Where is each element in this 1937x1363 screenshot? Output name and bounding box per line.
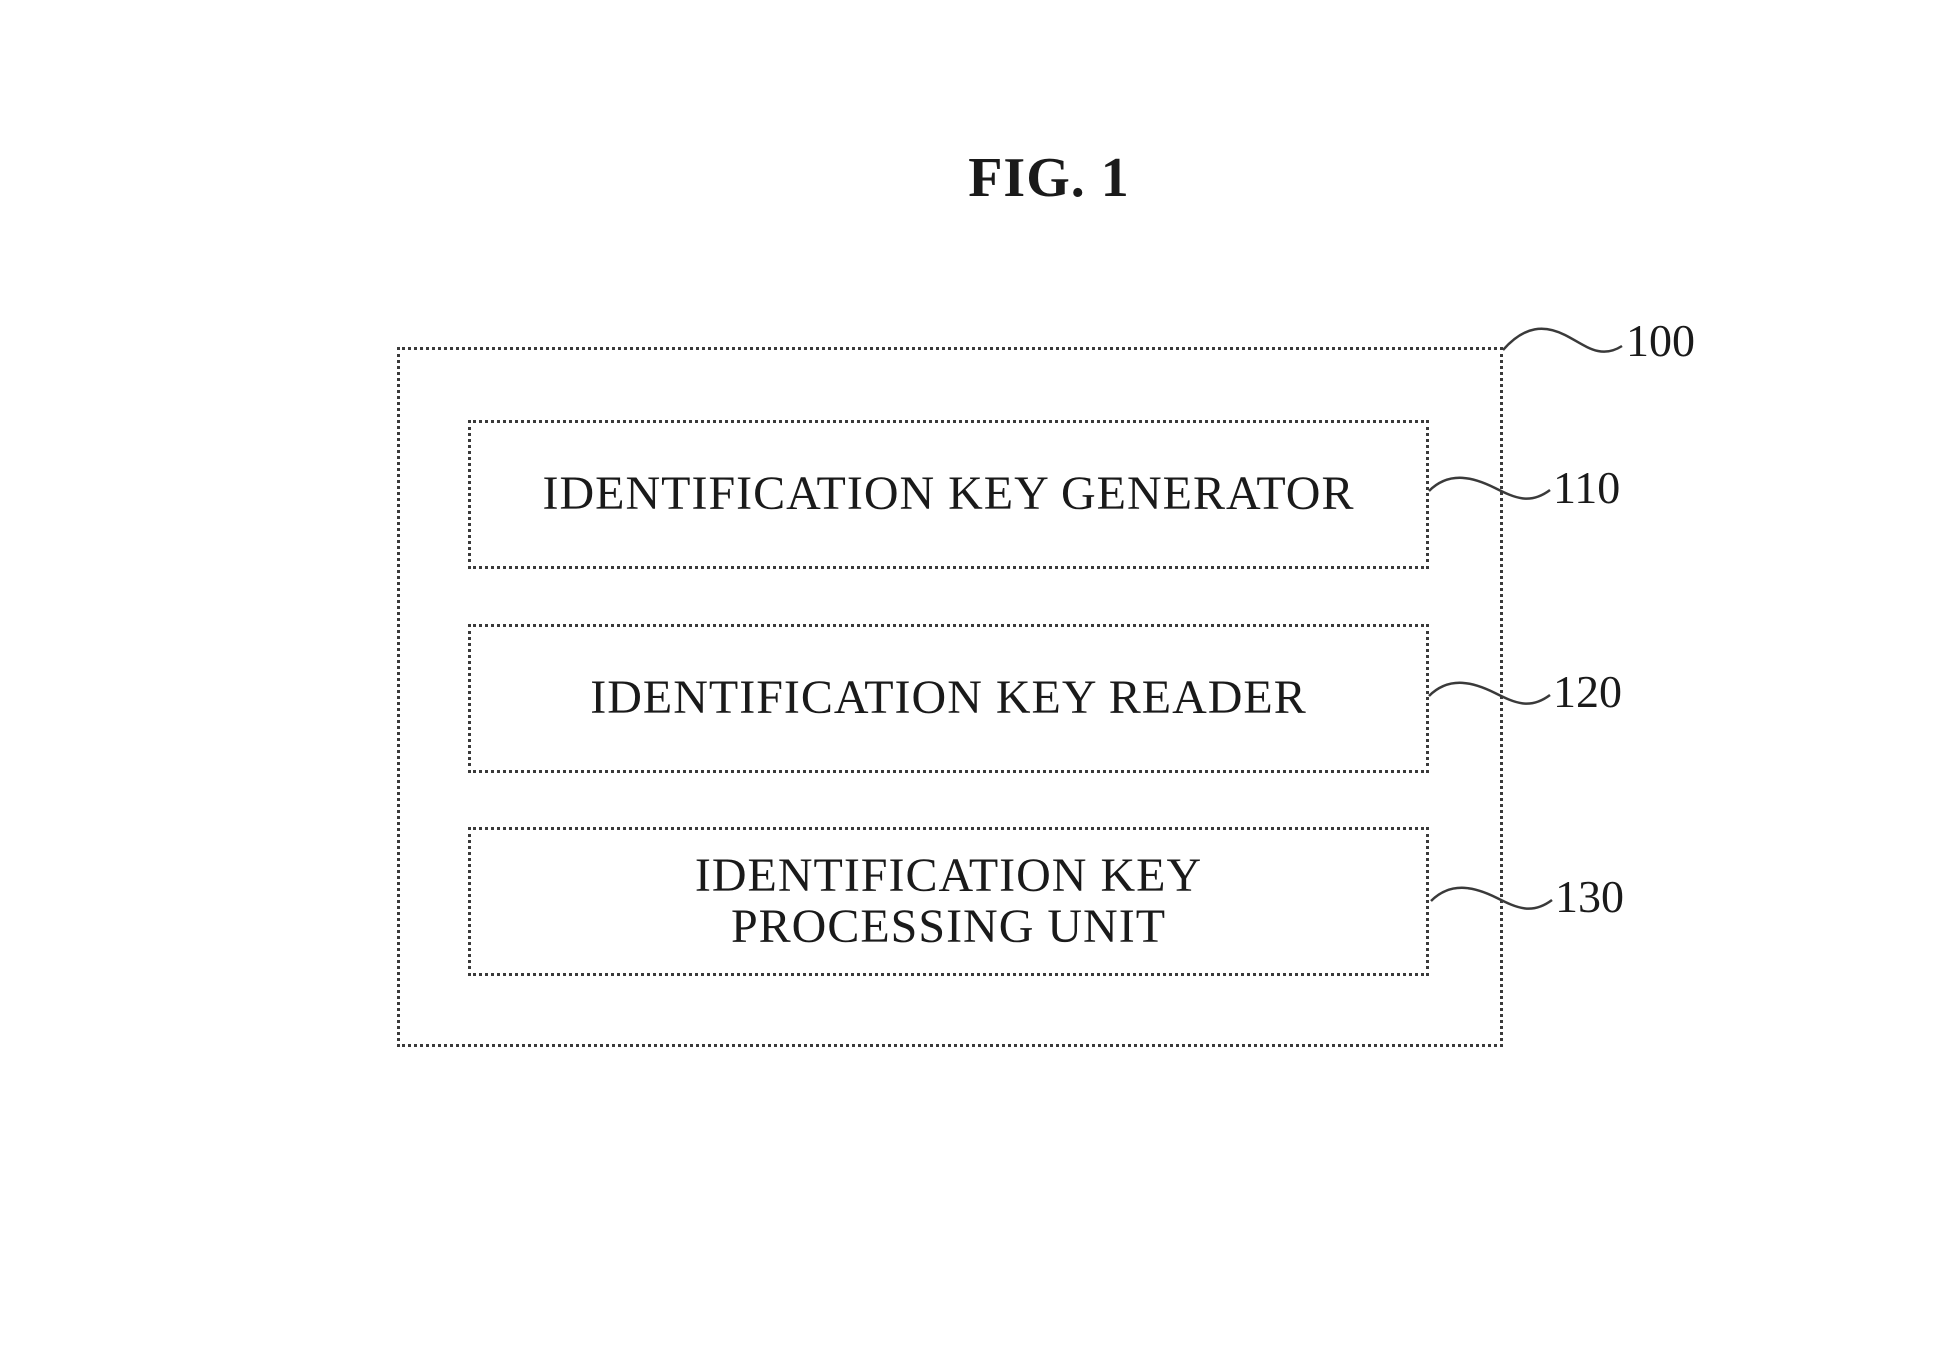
identification-key-generator-block: IDENTIFICATION KEY GENERATOR <box>468 420 1429 569</box>
ref-label-110: 110 <box>1553 465 1620 511</box>
identification-key-reader-block: IDENTIFICATION KEY READER <box>468 624 1429 773</box>
figure-title: FIG. 1 <box>0 146 1937 210</box>
ref-label-130: 130 <box>1555 874 1624 920</box>
leader-line-100 <box>1503 329 1622 352</box>
identification-key-processing-unit-block: IDENTIFICATION KEY PROCESSING UNIT <box>468 827 1429 976</box>
ref-label-100: 100 <box>1626 318 1695 364</box>
ref-label-120: 120 <box>1553 669 1622 715</box>
